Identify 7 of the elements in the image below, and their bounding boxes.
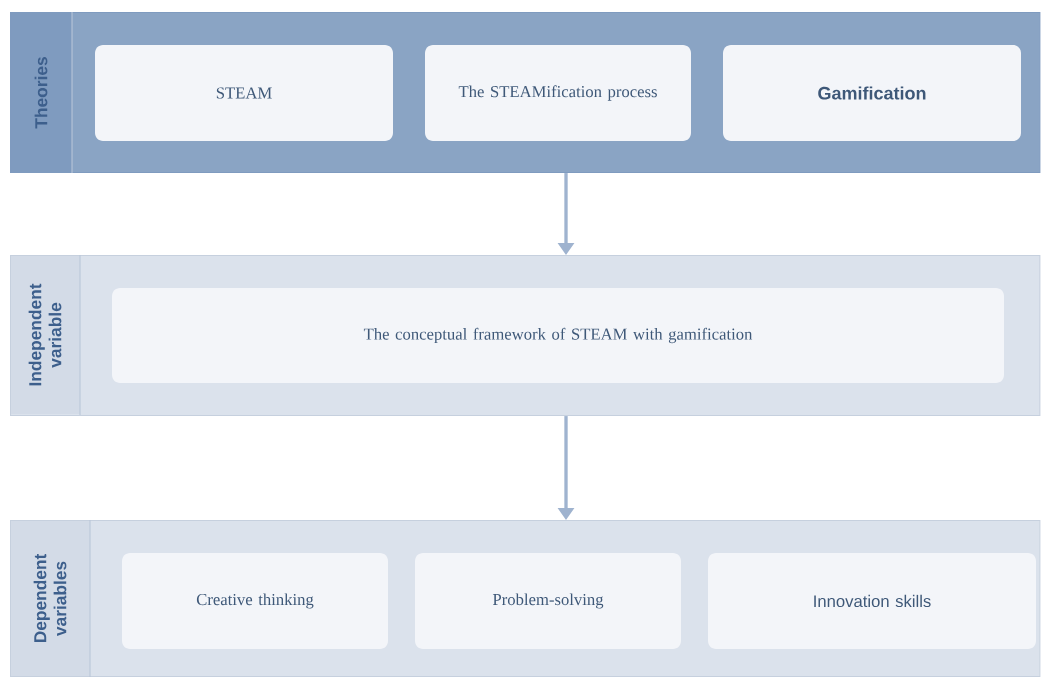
text-box: Gamification <box>723 45 1021 141</box>
text-box: Innovation skills <box>708 553 1036 649</box>
text-box: STEAM <box>95 45 393 141</box>
text-box: The STEAMification process <box>425 45 691 141</box>
text-box: Problem-solving <box>415 553 681 649</box>
text-box: Creative thinking <box>122 553 388 649</box>
text-box: The conceptual framework of STEAM with gamification <box>112 288 1004 383</box>
